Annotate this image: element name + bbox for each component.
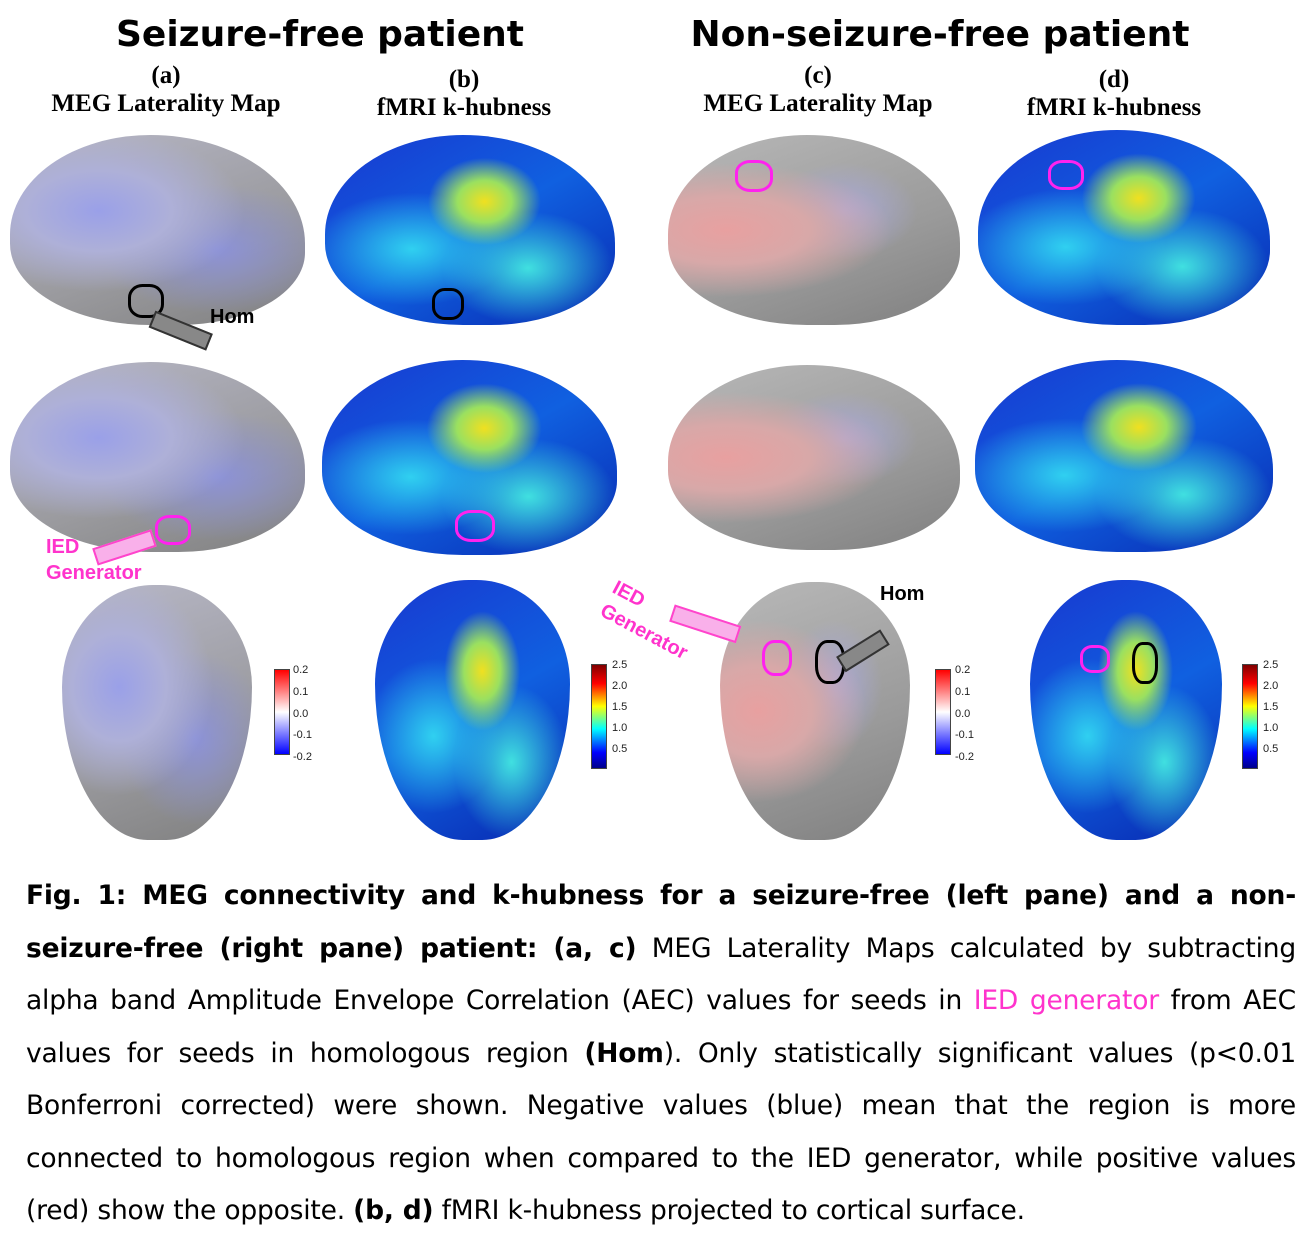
colorbar-tick: 0.0 — [293, 708, 309, 720]
colorbar-tick: -0.1 — [955, 729, 974, 741]
hom-label: Hom — [880, 583, 925, 605]
panel-b-label: (b)fMRI k-hubness — [304, 66, 624, 122]
colorbar-tick: 2.0 — [612, 680, 628, 692]
colorbar-tick: -0.2 — [955, 751, 974, 763]
ied-label-line1: IED — [46, 536, 80, 558]
colorbar-tick: 1.0 — [1263, 722, 1279, 734]
brain-b-lateral — [325, 135, 615, 325]
figure-caption: Fig. 1: MEG connectivity and k-hubness f… — [26, 870, 1296, 1238]
hom-outline — [1132, 642, 1158, 684]
caption-text: MEG Laterality Maps calculated by subtra… — [26, 932, 1296, 1017]
brain-d-top — [1030, 580, 1222, 840]
colorbar-tick: 0.1 — [955, 686, 971, 698]
caption-ied-highlight: IED generator — [973, 985, 1159, 1016]
brain-a-top — [62, 585, 252, 840]
colorbar-tick: 2.0 — [1263, 680, 1279, 692]
ied-outline — [455, 510, 495, 542]
meg-colorbar — [274, 669, 290, 755]
header-non-seizure-free: Non-seizure-free patient — [690, 14, 1190, 55]
colorbar-tick: 0.5 — [612, 743, 628, 755]
fmri-colorbar — [591, 664, 607, 769]
hom-label: Hom — [210, 306, 255, 328]
colorbar-tick: 1.0 — [612, 722, 628, 734]
panel-letter: (d) — [1098, 66, 1130, 93]
caption-hom: (Hom — [584, 1037, 664, 1069]
colorbar-tick: 0.2 — [293, 664, 309, 676]
panel-d-label: (d)fMRI k-hubness — [954, 66, 1274, 122]
colorbar-tick: 0.1 — [293, 686, 309, 698]
colorbar-tick: 0.2 — [955, 664, 971, 676]
fmri-colorbar — [1242, 664, 1258, 769]
hom-outline — [432, 288, 464, 320]
panel-letter: (b) — [448, 66, 480, 93]
ied-outline — [735, 160, 773, 192]
brain-c-top — [720, 582, 910, 840]
colorbar-tick: 1.5 — [1263, 701, 1279, 713]
ied-outline — [155, 515, 191, 545]
colorbar-tick: 0.5 — [1263, 743, 1279, 755]
panel-title: MEG Laterality Map — [51, 90, 281, 117]
colorbar-tick: -0.2 — [293, 751, 312, 763]
panel-title: MEG Laterality Map — [703, 90, 933, 117]
ied-outline — [1080, 645, 1110, 673]
meg-colorbar — [935, 669, 951, 755]
panel-a-label: (a)MEG Laterality Map — [6, 62, 326, 118]
hom-outline — [128, 284, 164, 318]
panel-title: fMRI k-hubness — [1026, 94, 1202, 121]
colorbar-tick: 0.0 — [955, 708, 971, 720]
colorbar-tick: 2.5 — [612, 659, 628, 671]
brain-c-lateral — [668, 135, 960, 325]
ied-label-line2: Generator — [46, 562, 142, 584]
caption-title: Fig. 1: MEG connectivity and k-hubness f… — [26, 880, 1296, 964]
brain-b-top — [375, 580, 570, 840]
brain-c-medial — [668, 365, 960, 550]
brain-d-lateral — [978, 130, 1270, 325]
ied-outline — [762, 640, 792, 676]
colorbar-tick: 2.5 — [1263, 659, 1279, 671]
ied-label: IED Generator — [46, 534, 142, 586]
panel-c-label: (c)MEG Laterality Map — [658, 62, 978, 118]
caption-text: ). Only statistically significant values… — [26, 1037, 1297, 1227]
ied-outline — [1048, 160, 1084, 190]
colorbar-tick: 1.5 — [612, 701, 628, 713]
caption-text: fMRI k-hubness projected to cortical sur… — [433, 1195, 1025, 1226]
brain-d-medial — [975, 360, 1273, 552]
caption-text: from AEC values for seeds in homologous … — [26, 985, 1296, 1069]
header-seizure-free: Seizure-free patient — [115, 14, 525, 55]
panel-letter: (c) — [804, 62, 832, 89]
panel-letter: (a) — [151, 62, 181, 89]
caption-bd: (b, d) — [353, 1195, 434, 1226]
panel-title: fMRI k-hubness — [376, 94, 552, 121]
colorbar-tick: -0.1 — [293, 729, 312, 741]
